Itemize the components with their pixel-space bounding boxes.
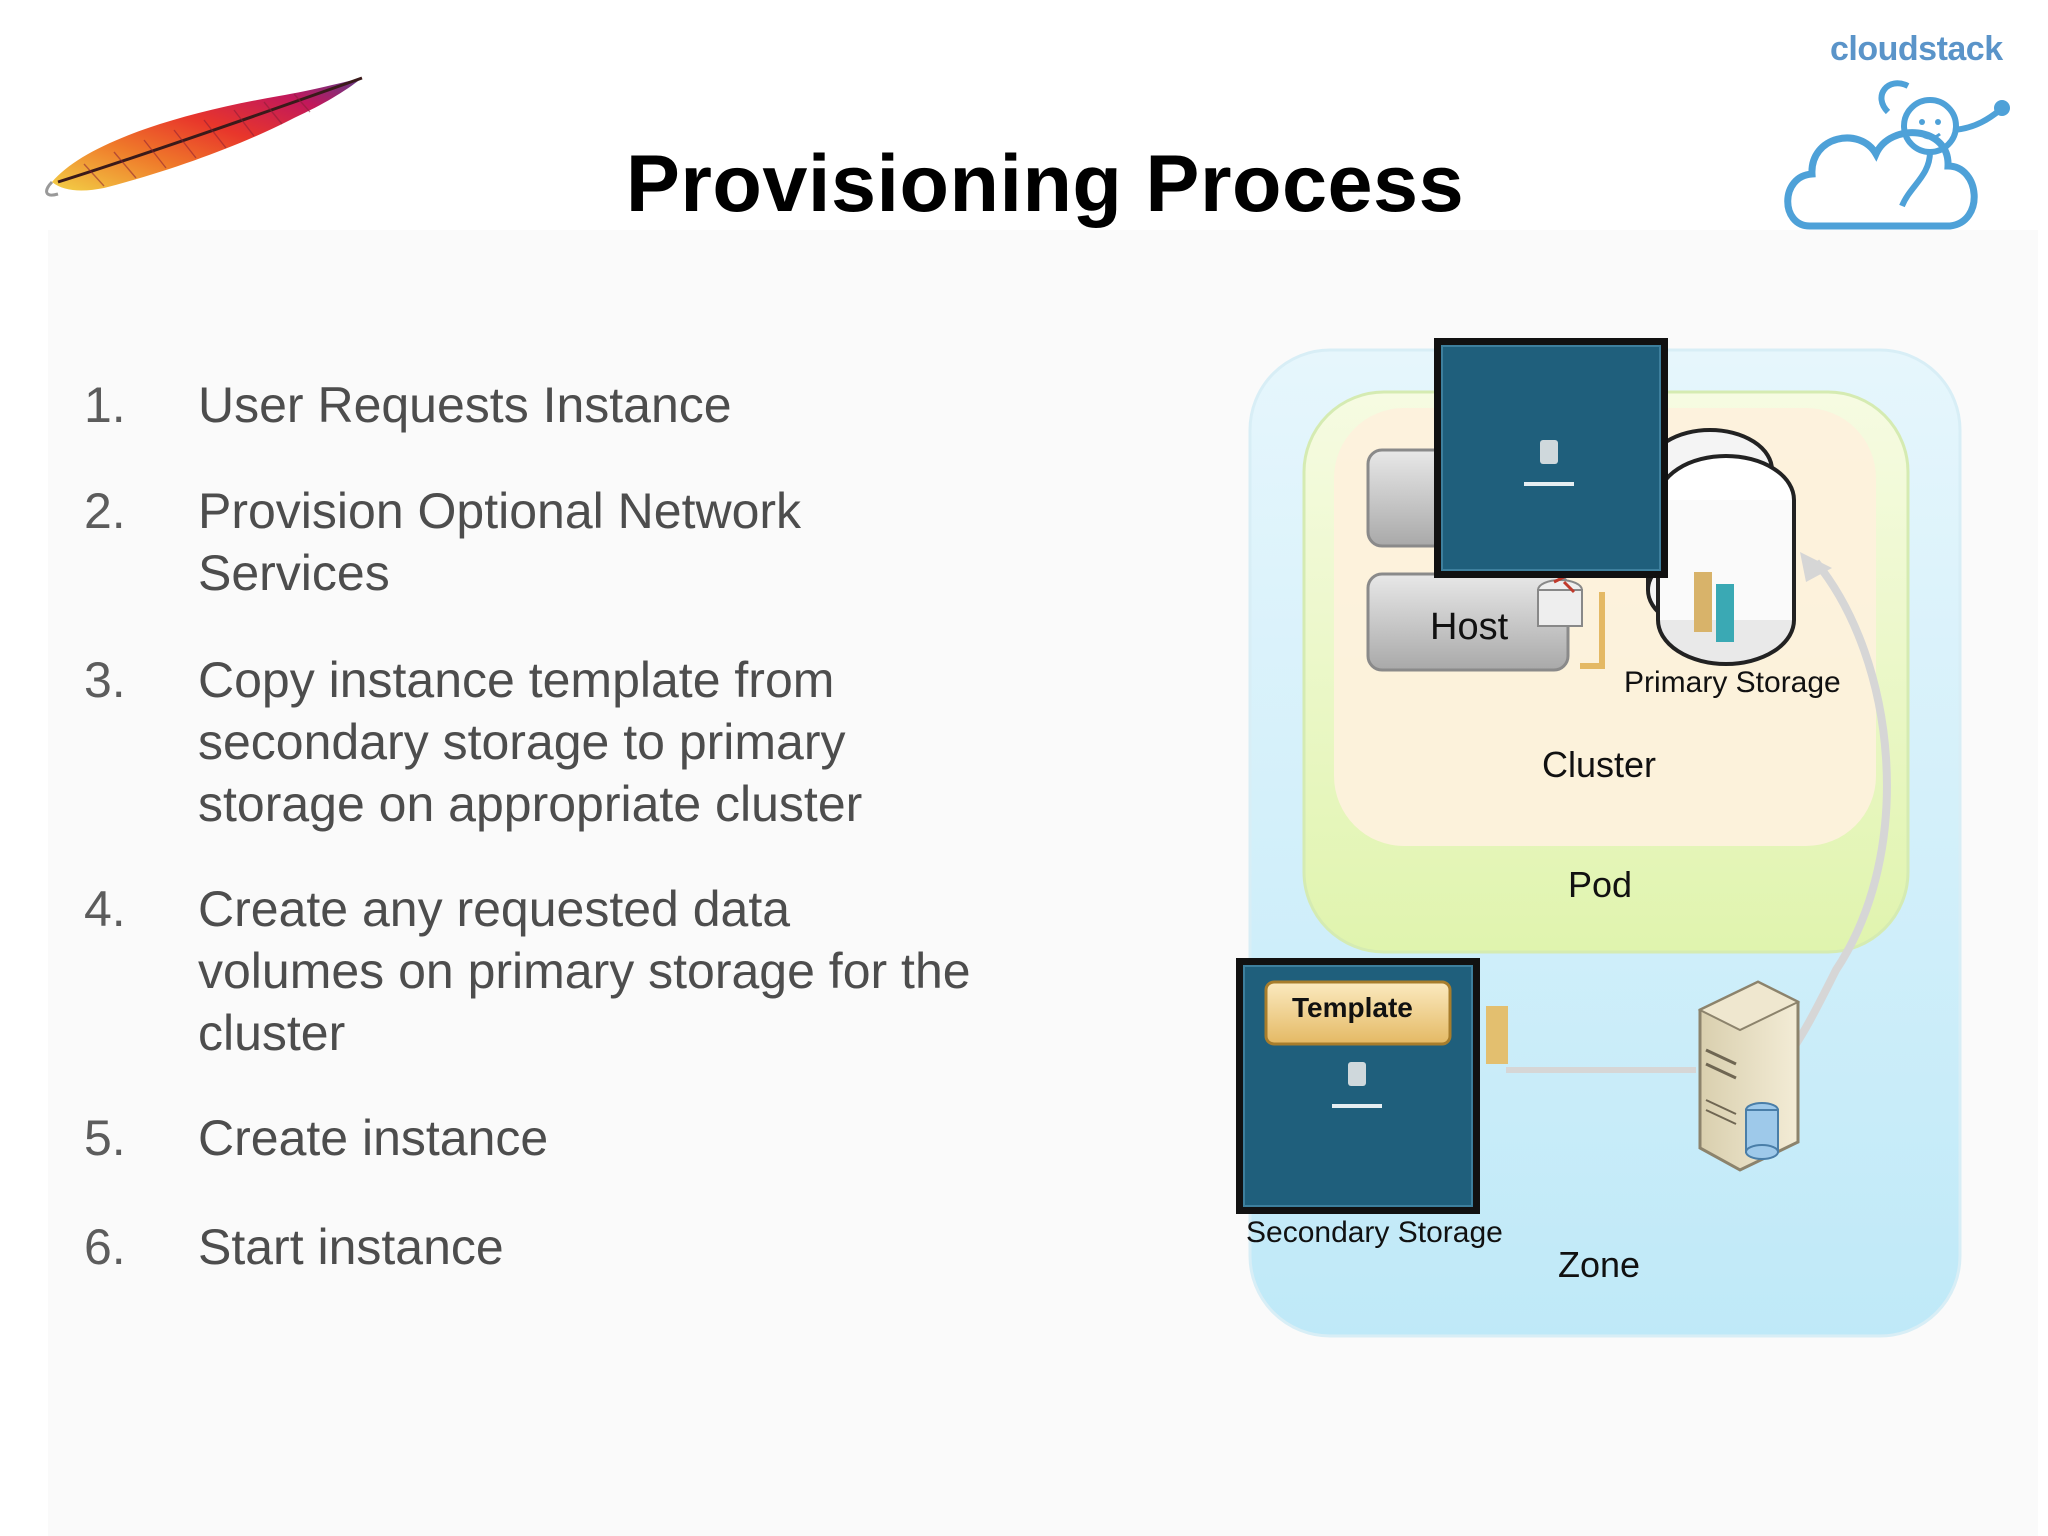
cluster-label: Cluster bbox=[1542, 744, 1657, 785]
pod-label: Pod bbox=[1568, 864, 1633, 905]
step-text-line: Services bbox=[198, 545, 390, 601]
step-text-line: User Requests Instance bbox=[198, 377, 732, 433]
step-text-line: Copy instance template from bbox=[198, 652, 835, 708]
template-badge: Template bbox=[1292, 992, 1413, 1023]
slide-title: Provisioning Process bbox=[625, 139, 1465, 229]
step-number: 2. bbox=[84, 483, 126, 539]
storage-server-icon bbox=[1697, 980, 1801, 1172]
provisioning-diagram: Host Primary Storage Cluster Pod Templat… bbox=[1236, 330, 1976, 1350]
primary-storage-icon bbox=[1646, 428, 1796, 666]
step-number: 3. bbox=[84, 652, 126, 708]
step-number: 1. bbox=[84, 377, 126, 433]
zone-label: Zone bbox=[1558, 1244, 1641, 1285]
secondary-storage-label: Secondary Storage bbox=[1246, 1216, 1503, 1249]
diagram-graphics bbox=[1236, 338, 1962, 1338]
host-label: Host bbox=[1430, 606, 1509, 648]
apache-feather-logo bbox=[45, 76, 363, 197]
step-text-line: storage on appropriate cluster bbox=[198, 776, 863, 832]
step-number: 4. bbox=[84, 881, 126, 937]
step-text-line: Create instance bbox=[198, 1110, 549, 1166]
secondary-storage-screen bbox=[1236, 958, 1480, 1214]
cloudstack-logo: cloudstack bbox=[1780, 26, 2020, 261]
cloudstack-wordmark: cloudstack bbox=[1830, 30, 2003, 68]
cloudstack-monkey-cloud-icon bbox=[1784, 80, 2010, 230]
step-text-line: secondary storage to primary bbox=[198, 714, 846, 770]
step-text-line: Create any requested data bbox=[198, 881, 791, 937]
step-text-line: Start instance bbox=[198, 1219, 504, 1275]
primary-storage-label: Primary Storage bbox=[1624, 666, 1841, 699]
step-text-line: Provision Optional Network bbox=[198, 483, 802, 539]
step-text-line: volumes on primary storage for the bbox=[198, 943, 971, 999]
step-number: 6. bbox=[84, 1219, 126, 1275]
step-text-line: cluster bbox=[198, 1005, 346, 1061]
vm-instance-screen bbox=[1434, 338, 1668, 578]
step-number: 5. bbox=[84, 1110, 126, 1166]
